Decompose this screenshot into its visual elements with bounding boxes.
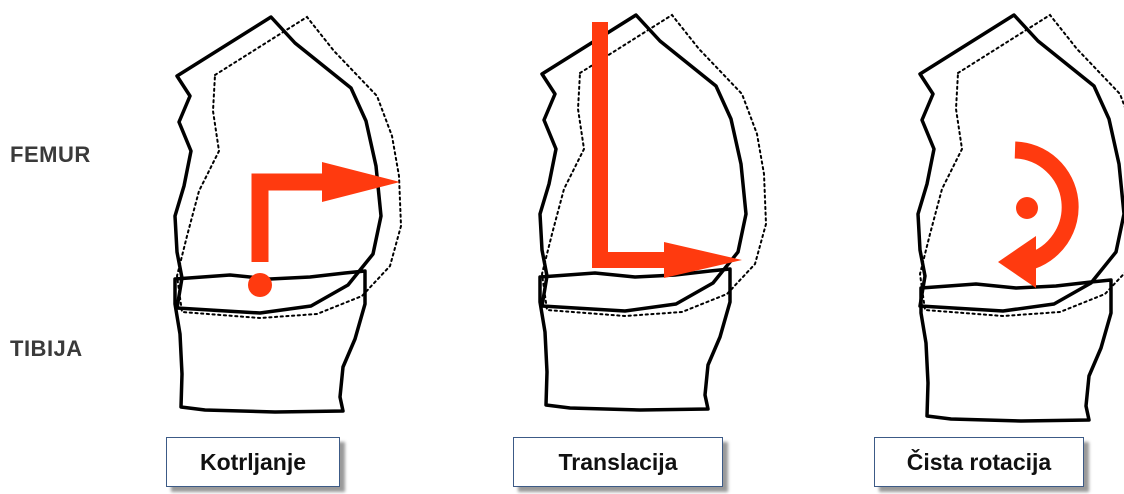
femur-dotted-outline-1	[177, 17, 401, 318]
contact-point-dot	[248, 273, 272, 297]
caption-cista-rotacija: Čista rotacija	[874, 437, 1084, 487]
panel-translacija	[540, 15, 766, 410]
tibia-outline-3	[921, 280, 1111, 421]
femur-dotted-outline-2	[542, 15, 766, 316]
translation-arrow	[600, 22, 742, 278]
caption-kotrljanje: Kotrljanje	[166, 437, 340, 487]
panel-kotrljanje	[175, 17, 401, 412]
rotation-arrow	[998, 150, 1070, 288]
panel-cista-rotacija	[918, 15, 1124, 421]
rotation-center-dot	[1016, 197, 1038, 219]
femur-outline-1	[175, 17, 381, 313]
caption-translacija: Translacija	[513, 437, 723, 487]
